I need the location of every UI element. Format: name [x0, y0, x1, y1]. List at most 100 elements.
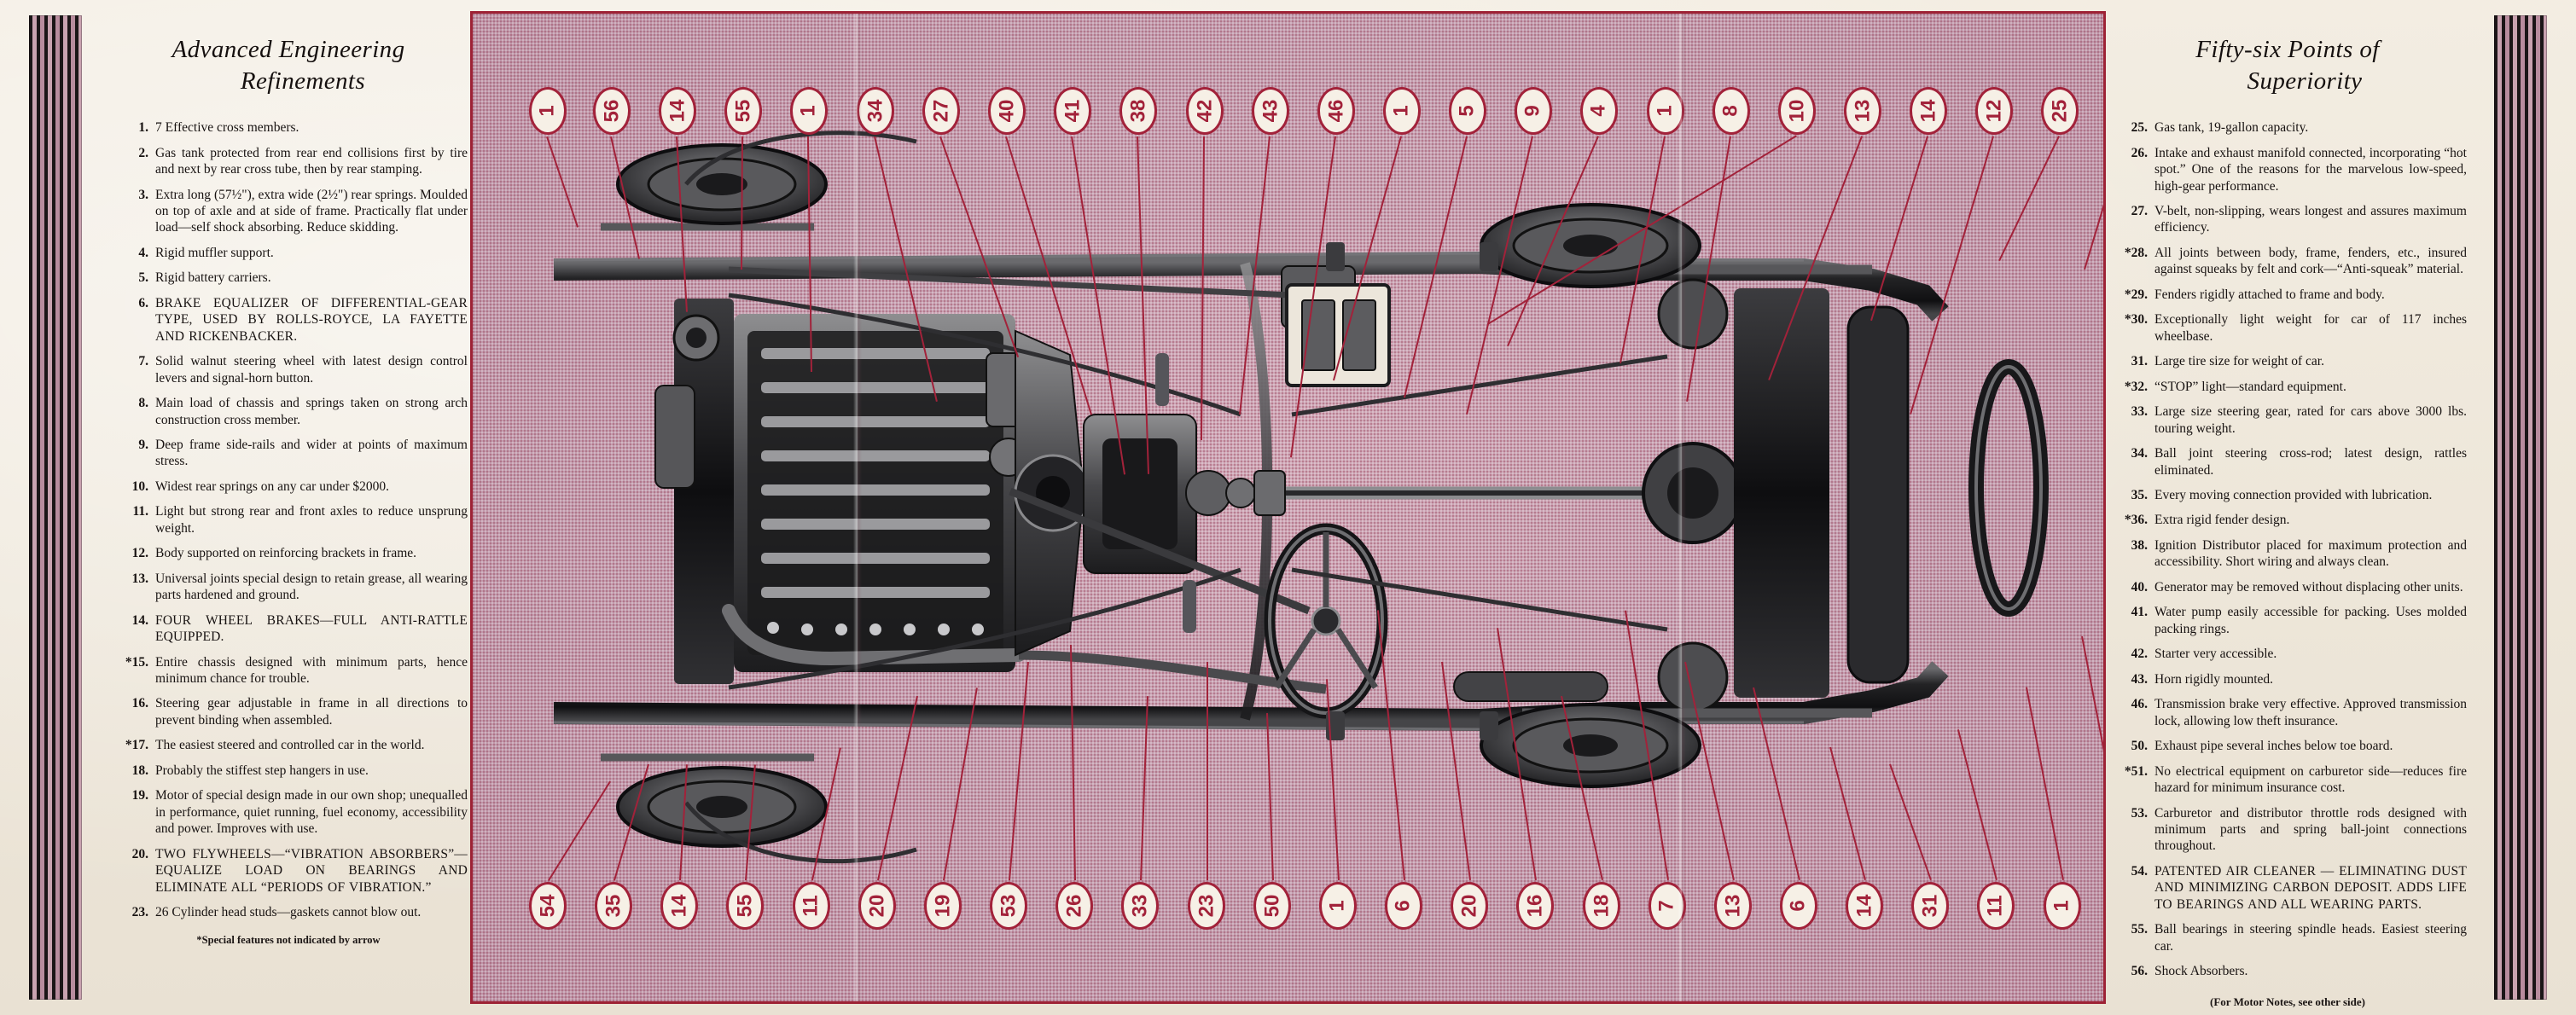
callout-marker[interactable]: 54 [529, 882, 567, 930]
callout-marker[interactable]: 43 [1252, 87, 1289, 135]
point-item: 7.Solid walnut steering wheel with lates… [109, 353, 468, 386]
point-text: Shock Absorbers. [2154, 964, 2248, 979]
callout-marker[interactable]: 1 [1383, 87, 1421, 135]
callout-marker-label: 5 [1455, 105, 1479, 117]
callout-marker[interactable]: 11 [793, 882, 830, 930]
point-item: 6. BRAKE EQUALIZER OF DIFFERENTIAL-GEAR T… [109, 295, 468, 345]
callout-marker[interactable]: 38 [1119, 87, 1157, 135]
callout-marker[interactable]: 31 [1911, 882, 1949, 930]
callout-marker[interactable]: 26 [1055, 882, 1093, 930]
callout-marker[interactable]: 42 [1186, 87, 1224, 135]
point-item: 54.PATENTED AIR CLEANER — ELIMINATING DU… [2108, 863, 2467, 913]
point-text: BRAKE EQUALIZER OF DIFFERENTIAL-GEAR TYP… [155, 295, 468, 344]
point-number: 7. [138, 354, 148, 369]
point-text: Carburetor and distributor throttle rods… [2154, 805, 2467, 854]
point-number: 6. [138, 295, 148, 310]
point-text: All joints between body, frame, fenders,… [2154, 245, 2467, 277]
callout-marker[interactable]: 14 [1910, 87, 1947, 135]
callout-marker[interactable]: 14 [1846, 882, 1883, 930]
callout-marker[interactable]: 1 [1319, 882, 1357, 930]
callout-marker[interactable]: 20 [858, 882, 896, 930]
callout-marker[interactable]: 16 [1516, 882, 1554, 930]
callout-marker[interactable]: 53 [990, 882, 1027, 930]
point-number: *28. [2124, 245, 2148, 260]
callout-marker-label: 20 [864, 894, 888, 918]
callout-marker[interactable]: 13 [1844, 87, 1881, 135]
point-item: 26.Intake and exhaust manifold connected… [2108, 145, 2467, 194]
callout-marker-label: 4 [1586, 105, 1610, 117]
callout-marker[interactable]: 56 [593, 87, 631, 135]
point-text: Universal joints special design to retai… [155, 571, 468, 603]
callout-marker[interactable]: 46 [1317, 87, 1355, 135]
callout-marker[interactable]: 55 [726, 882, 764, 930]
callout-marker-label: 14 [1852, 894, 1875, 918]
point-item: 33.Large size steering gear, rated for c… [2108, 403, 2467, 437]
callout-marker[interactable]: 33 [1121, 882, 1159, 930]
callout-marker[interactable]: 1 [529, 87, 567, 135]
decorative-edge-stripes-right [2494, 15, 2547, 1000]
callout-marker[interactable]: 9 [1515, 87, 1552, 135]
callout-marker[interactable]: 14 [659, 87, 696, 135]
point-item: 10.Widest rear springs on any car under … [109, 478, 468, 496]
callout-marker[interactable]: 50 [1253, 882, 1291, 930]
point-number: 25. [2131, 120, 2148, 136]
callout-marker[interactable]: 25 [2041, 87, 2079, 135]
callout-marker-label: 34 [863, 99, 887, 123]
point-number: 50. [2131, 739, 2148, 754]
point-item: 8.Main load of chassis and springs taken… [109, 395, 468, 428]
callout-marker-label: 40 [994, 99, 1018, 123]
callout-marker[interactable]: 18 [1583, 882, 1620, 930]
point-text: Rigid muffler support. [155, 245, 274, 260]
callout-marker[interactable]: 27 [922, 87, 960, 135]
point-number: 23. [131, 904, 148, 919]
point-item: 53.Carburetor and distributor throttle r… [2108, 805, 2467, 855]
callout-marker[interactable]: 5 [1449, 87, 1486, 135]
callout-marker[interactable]: 34 [857, 87, 894, 135]
callout-marker-label: 6 [1391, 900, 1415, 912]
point-text: FOUR WHEEL BRAKES—FULL ANTI-RATTLE EQUIP… [155, 612, 468, 645]
point-number: 11. [132, 504, 148, 519]
point-item: 25.Gas tank, 19-gallon capacity. [2108, 119, 2467, 136]
callout-marker[interactable]: 23 [1188, 882, 1225, 930]
callout-marker[interactable]: 1 [790, 87, 828, 135]
point-text: Starter very accessible. [2154, 647, 2277, 662]
point-item: 56.Shock Absorbers. [2108, 963, 2467, 980]
callout-marker[interactable]: 20 [1451, 882, 1488, 930]
point-number: 26. [2131, 145, 2148, 160]
point-text: Ball joint steering cross-rod; latest de… [2154, 446, 2467, 478]
callout-marker[interactable]: 8 [1712, 87, 1750, 135]
point-item: *51.No electrical equipment on carbureto… [2108, 763, 2467, 797]
callout-marker[interactable]: 1 [1647, 87, 1684, 135]
callout-marker[interactable]: 1 [2044, 882, 2081, 930]
callout-marker-label: 11 [1984, 895, 2007, 917]
callout-marker[interactable]: 14 [660, 882, 698, 930]
callout-marker[interactable]: 35 [595, 882, 632, 930]
callout-marker[interactable]: 6 [1780, 882, 1817, 930]
callout-marker[interactable]: 19 [924, 882, 962, 930]
callout-marker[interactable]: 10 [1778, 87, 1816, 135]
point-item: 5.Rigid battery carriers. [109, 270, 468, 287]
callout-marker[interactable]: 40 [988, 87, 1026, 135]
chassis-top-view-illustration [553, 130, 2049, 864]
point-number: 3. [138, 187, 148, 202]
point-text: “STOP” light—standard equipment. [2154, 379, 2346, 394]
point-item: 20.TWO FLYWHEELS—“VIBRATION ABSORBERS”—E… [109, 846, 468, 896]
callout-marker[interactable]: 13 [1714, 882, 1752, 930]
point-item: 9.Deep frame side-rails and wider at poi… [109, 437, 468, 470]
callout-marker-label: 53 [996, 894, 1020, 918]
callout-marker[interactable]: 4 [1580, 87, 1618, 135]
callout-marker[interactable]: 6 [1385, 882, 1422, 930]
point-number: *15. [125, 654, 148, 670]
point-text: Horn rigidly mounted. [2154, 671, 2274, 687]
callout-marker[interactable]: 7 [1649, 882, 1686, 930]
point-number: *51. [2124, 763, 2148, 779]
callout-marker[interactable]: 12 [1975, 87, 2013, 135]
right-column-title-line1: Fifty-six Points of [2195, 36, 2380, 63]
point-text: Generator may be removed without displac… [2154, 579, 2463, 594]
callout-marker-label: 11 [800, 895, 823, 917]
callout-marker-label: 56 [599, 99, 623, 123]
callout-marker-label: 12 [1981, 99, 2005, 123]
callout-marker[interactable]: 55 [724, 87, 762, 135]
callout-marker[interactable]: 11 [1977, 882, 2015, 930]
callout-marker[interactable]: 41 [1054, 87, 1091, 135]
